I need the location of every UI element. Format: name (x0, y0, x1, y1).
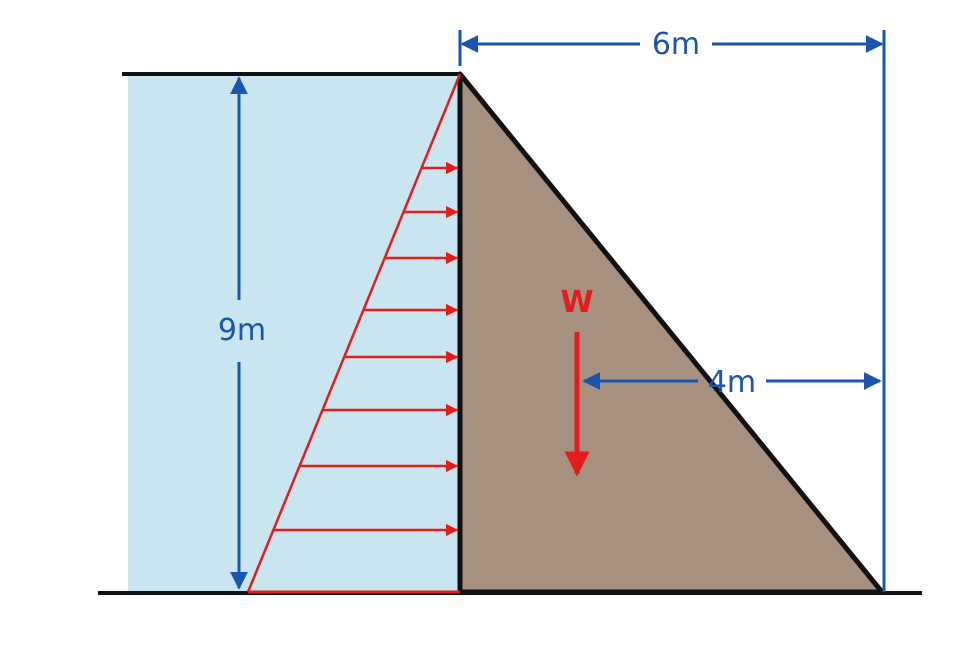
weight-vector: W (560, 285, 594, 477)
moment-arm-label: 4m (708, 365, 756, 400)
pressure-distribution (246, 73, 462, 594)
width-label: 6m (652, 27, 700, 62)
pressure-arrows (273, 161, 459, 537)
pressure-envelope (246, 73, 462, 593)
dam-body (457, 71, 885, 595)
water-region (128, 74, 460, 592)
height-label: 9m (218, 313, 266, 348)
weight-label: W (560, 285, 593, 320)
moment-arm-dimension: 4m (582, 365, 882, 400)
width-dimension: 6m (458, 27, 886, 592)
height-dimension: 9m (218, 76, 266, 590)
